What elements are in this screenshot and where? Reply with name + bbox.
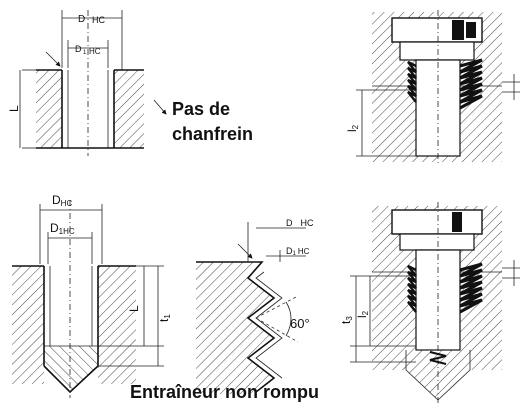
fig-c-len-label: L: [127, 305, 141, 312]
fig-a-dim-inner-sub1: 1: [83, 50, 87, 56]
fig-a-wall-left: [36, 70, 62, 148]
fig-b-thread-coils: [407, 58, 483, 110]
fig-e-thread-coils: [407, 262, 483, 365]
fig-d-edge-arrow: [237, 243, 253, 259]
fig-b-screw-assembly: l2: [345, 10, 520, 164]
fig-c-wall-right: [98, 266, 136, 384]
fig-a-note-line1: Pas de: [172, 99, 230, 119]
fig-b-len-label: l2: [345, 124, 360, 132]
fig-c-dim-outer-label: DHC: [52, 193, 72, 208]
fig-a-dim-outer-label: D: [78, 14, 85, 25]
fig-e-screw-blind-assembly: t3 l2: [339, 202, 520, 404]
fig-a-dim-outer-sub: HC: [92, 15, 105, 25]
fig-c-blind-bore: DHC D1HC L t1: [12, 193, 172, 398]
fig-c-wall-left: [12, 266, 44, 384]
fig-e-len-b-label: l2: [355, 310, 370, 318]
fig-d-angle-label: 60°: [290, 316, 310, 331]
caption: Entraîneur non rompu: [130, 382, 319, 402]
fig-a-note-line2: chanfrein: [172, 124, 253, 144]
fig-a-wall-right: [114, 70, 144, 148]
fig-c-total-len-label: t1: [157, 314, 172, 322]
fig-a-note-arrow: [153, 99, 167, 115]
fig-a-dim-inner-label: D: [75, 44, 82, 54]
fig-a-bore-no-chamfer: D HC D 1 HC L Pas de chanfrein: [7, 10, 253, 156]
fig-e-len-a-label: t3: [339, 316, 354, 324]
fig-c-dim-inner-label: D1HC: [50, 221, 75, 236]
fig-a-edge-arrow: [45, 51, 61, 67]
fig-a-len-label: L: [7, 105, 21, 112]
fig-e-screw-head: [391, 209, 483, 235]
fig-d-section: [196, 262, 274, 394]
fig-a-dim-inner-sub2: HC: [89, 47, 101, 56]
